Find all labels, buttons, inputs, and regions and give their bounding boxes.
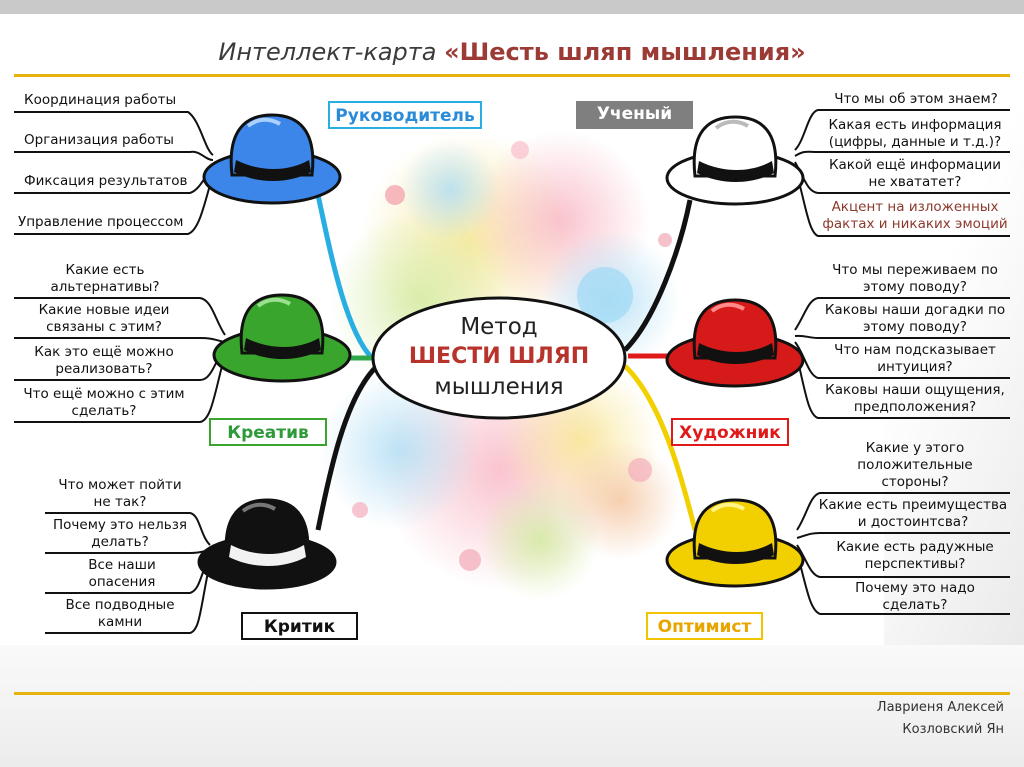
hat-red-icon bbox=[665, 298, 805, 388]
blue-item-2: Организация работы bbox=[24, 132, 174, 148]
center-line3: мышления bbox=[434, 374, 564, 400]
center-node bbox=[371, 296, 627, 420]
tag-blue: Руководитель bbox=[328, 101, 482, 129]
title-rule bbox=[14, 74, 1010, 77]
yellow-item-3: Какие есть радужные перспективы? bbox=[836, 539, 994, 572]
red-item-3: Что нам подсказывает интуиция? bbox=[834, 342, 996, 375]
black-item-2: Почему это нельзя делать? bbox=[53, 517, 187, 550]
title-emphasis: «Шесть шляп мышления» bbox=[444, 38, 806, 66]
tag-red: Художник bbox=[671, 418, 789, 446]
page-title: Интеллект-карта «Шесть шляп мышления» bbox=[0, 38, 1024, 66]
tag-black: Критик bbox=[241, 612, 358, 640]
yellow-item-1: Какие у этого положительные стороны? bbox=[857, 440, 973, 490]
tag-white: Ученый bbox=[576, 101, 693, 129]
bottom-shade bbox=[0, 645, 1024, 767]
hat-white-icon bbox=[665, 115, 805, 206]
blue-item-4: Управление процессом bbox=[18, 214, 184, 230]
hat-green-icon bbox=[212, 293, 352, 383]
white-item-2: Какая есть информация (цифры, данные и т… bbox=[828, 117, 1002, 150]
red-item-1: Что мы переживаем по этому поводу? bbox=[832, 262, 998, 295]
green-item-3: Как это ещё можно реализовать? bbox=[34, 344, 174, 377]
white-item-1: Что мы об этом знаем? bbox=[834, 91, 998, 107]
top-bar bbox=[0, 0, 1024, 14]
black-item-3: Все наши опасения bbox=[88, 557, 156, 590]
black-item-4: Все подводные камни bbox=[65, 597, 175, 630]
hat-yellow-icon bbox=[665, 498, 805, 588]
hat-blue-icon bbox=[202, 113, 342, 205]
green-item-1: Какие есть альтернативы? bbox=[50, 262, 160, 295]
red-item-2: Каковы наши догадки по этому поводу? bbox=[824, 302, 1006, 335]
title-prefix: Интеллект-карта bbox=[218, 38, 437, 66]
black-item-1: Что может пойти не так? bbox=[58, 477, 182, 510]
author-1: Лавриеня Алексей bbox=[876, 700, 1004, 715]
center-line2: ШЕСТИ ШЛЯП bbox=[408, 344, 590, 369]
yellow-item-4: Почему это надо сделать? bbox=[855, 580, 975, 613]
yellow-item-2: Какие есть преимущества и достоинтсва? bbox=[818, 497, 1008, 530]
center-label: Метод ШЕСТИ ШЛЯП мышления bbox=[371, 298, 627, 418]
white-item-4: Акцент на изложенных фактах и никаких эм… bbox=[822, 199, 1008, 232]
green-item-4: Что ещё можно с этим сделать? bbox=[23, 386, 185, 419]
blue-item-1: Координация работы bbox=[24, 92, 177, 108]
green-item-2: Какие новые идеи связаны с этим? bbox=[38, 302, 170, 335]
tag-yellow: Оптимист bbox=[646, 612, 763, 640]
footer-rule bbox=[14, 692, 1010, 695]
center-line1: Метод bbox=[460, 314, 538, 340]
blue-item-3: Фиксация результатов bbox=[24, 173, 188, 189]
red-item-4: Каковы наши ощущения, предположения? bbox=[825, 382, 1005, 415]
hat-black-icon bbox=[197, 498, 337, 590]
authors: Лавриеня Алексей Козловский Ян bbox=[877, 697, 1004, 741]
tag-green: Креатив bbox=[209, 418, 327, 446]
author-2: Козловский Ян bbox=[902, 722, 1004, 737]
white-item-3: Какой ещё информации не хвататет? bbox=[828, 157, 1002, 190]
